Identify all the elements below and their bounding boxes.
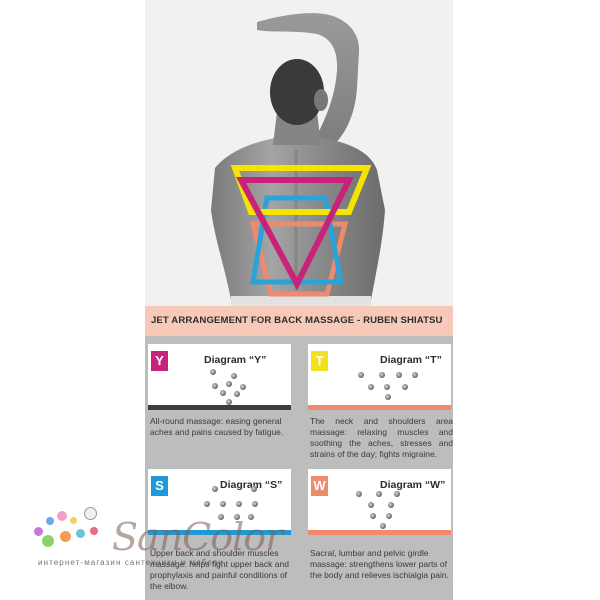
diagram-w-bar: [308, 530, 451, 535]
diagram-w-letter: W: [311, 476, 328, 496]
diagram-w-description: Sacral, lumbar and pelvic girdle massage…: [310, 548, 449, 580]
diagram-t-letter: T: [311, 351, 328, 371]
diagram-s-title: Diagram “S”: [220, 479, 283, 491]
jet-dot: [370, 513, 376, 519]
jet-dot: [212, 486, 218, 492]
jet-dot: [220, 390, 226, 396]
jet-dot: [236, 501, 242, 507]
jet-dot: [388, 502, 394, 508]
jet-dot: [234, 391, 240, 397]
jet-dot: [384, 384, 390, 390]
diagram-s-bar: [148, 530, 291, 535]
jet-dot: [376, 491, 382, 497]
zone-s-outline: [250, 195, 345, 285]
diagram-y-card: Y Diagram “Y”: [148, 344, 291, 410]
diagram-w-title: Diagram “W”: [380, 479, 446, 491]
jet-dot: [402, 384, 408, 390]
jet-dot: [380, 523, 386, 529]
jet-dot: [385, 394, 391, 400]
diagram-t-title: Diagram “T”: [380, 354, 442, 366]
diagram-y-bar: [148, 405, 291, 410]
diagram-y-description: All-round massage: easing general aches …: [150, 416, 284, 437]
watermark-brand: SanColor: [112, 515, 283, 559]
jet-dot: [396, 372, 402, 378]
jet-dot: [251, 486, 257, 492]
diagrams-panel: Y Diagram “Y” T Diagram “T” All-round ma…: [145, 336, 453, 600]
jet-dot: [358, 372, 364, 378]
jet-dot: [234, 514, 240, 520]
title-band: JET ARRANGEMENT FOR BACK MASSAGE - RUBEN…: [145, 306, 453, 337]
jet-dot: [212, 383, 218, 389]
diagram-y-title: Diagram “Y”: [204, 354, 267, 366]
diagram-t-bar: [308, 405, 451, 410]
jet-dot: [379, 372, 385, 378]
diagram-s-description: Upper back and shoulder muscles massage:…: [150, 548, 289, 591]
man-back-illustration: [211, 13, 385, 306]
watermark-subtitle: интернет-магазин сантехники и мебели: [38, 558, 224, 567]
jet-dot: [252, 501, 258, 507]
jet-dot: [204, 501, 210, 507]
head-shape: [270, 59, 324, 125]
zone-t-outline: [230, 165, 372, 215]
diagram-y-letter: Y: [151, 351, 168, 371]
jet-dot: [356, 491, 362, 497]
page-title: JET ARRANGEMENT FOR BACK MASSAGE - RUBEN…: [151, 315, 443, 326]
jet-dot: [386, 513, 392, 519]
diagram-w-card: W Diagram “W”: [308, 469, 451, 535]
jet-dot: [218, 514, 224, 520]
zone-y-outline: [235, 177, 354, 291]
diagram-s-card: S Diagram “S”: [148, 469, 291, 535]
jet-dot: [394, 491, 400, 497]
raised-arm-shape: [257, 13, 360, 152]
zone-w-outline: [249, 221, 349, 297]
jet-dot: [368, 502, 374, 508]
sancolor-watermark: SanColor интернет-магазин сантехники и м…: [30, 505, 290, 575]
back-photo: [145, 0, 453, 306]
jet-dot: [368, 384, 374, 390]
jet-dot: [248, 514, 254, 520]
jet-dot: [240, 384, 246, 390]
jet-dot: [220, 501, 226, 507]
jet-dot: [231, 373, 237, 379]
jet-dot: [210, 369, 216, 375]
diagram-s-letter: S: [151, 476, 168, 496]
jet-dot: [412, 372, 418, 378]
jet-dot: [226, 399, 232, 405]
diagram-t-description: The neck and shoulders area massage: rel…: [310, 416, 453, 459]
diagram-t-card: T Diagram “T”: [308, 344, 451, 410]
jet-dot: [226, 381, 232, 387]
